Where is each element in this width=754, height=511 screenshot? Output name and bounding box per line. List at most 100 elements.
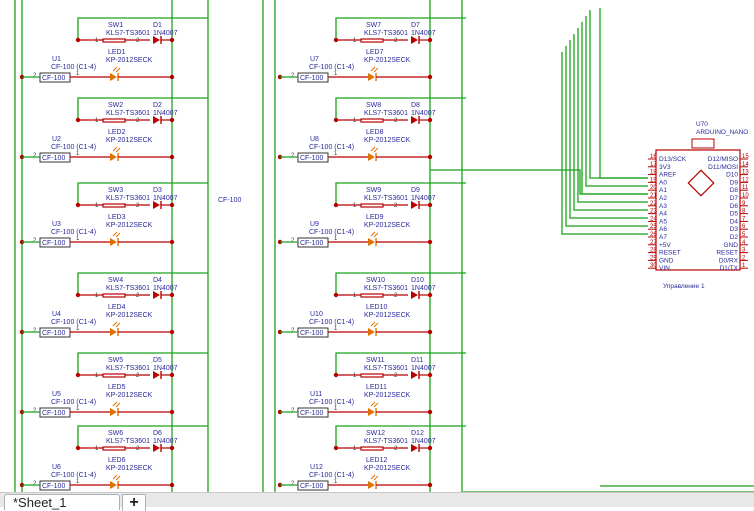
arduino-pin-num: 23 (650, 209, 657, 215)
pin-number: 2 (136, 373, 140, 379)
arduino-pin-name: D2 (730, 234, 739, 241)
led-ref: LED5 (108, 384, 126, 391)
pin-number: 1 (334, 326, 338, 332)
tab-sheet-1[interactable]: *Sheet_1 (4, 494, 120, 510)
led-arrow (370, 146, 376, 152)
switch-model: KLS7-TS3601 (364, 110, 408, 117)
diode-model: 1N4007 (153, 195, 178, 202)
arduino-pin-num: 7 (742, 216, 746, 222)
arduino-pin-num: 22 (650, 201, 657, 207)
cap-value: CF-100 (42, 75, 65, 82)
row-wire (335, 352, 466, 375)
diode-symbol (153, 36, 160, 44)
arduino-pin-name: D4 (730, 218, 739, 225)
net-wire-arduino (599, 8, 648, 179)
pin-number: 2 (33, 73, 37, 79)
row-wire (77, 352, 208, 375)
add-sheet-button[interactable]: + (122, 494, 146, 511)
cap-subtitle: CF-100 (C1-4) (309, 229, 354, 236)
arduino-pin-num: 17 (650, 162, 657, 168)
arduino-pin-name: RESET (659, 250, 681, 257)
diode-ref: D12 (411, 430, 424, 437)
cap-value: CF-100 (300, 330, 323, 337)
switch-model: KLS7-TS3601 (364, 365, 408, 372)
diode-ref: D10 (411, 277, 424, 284)
led-arrow (112, 231, 118, 237)
cap-value: CF-100 (42, 410, 65, 417)
led-ref: LED12 (366, 457, 388, 464)
diode-model: 1N4007 (411, 365, 436, 372)
led-symbol (110, 238, 117, 246)
pin-number: 2 (394, 446, 398, 452)
pin-number: 2 (136, 446, 140, 452)
led-symbol (368, 328, 375, 336)
arduino-pin-name: D0/RX (719, 257, 739, 264)
cap-ref: U7 (310, 56, 319, 63)
arduino-ref: U70 (696, 121, 708, 128)
cap-value: CF-100 (300, 410, 323, 417)
diode-model: 1N4007 (411, 285, 436, 292)
led-symbol (110, 328, 117, 336)
cap-subtitle: CF-100 (C1-4) (51, 319, 96, 326)
arduino-body (655, 149, 741, 271)
led-arrow (370, 66, 376, 72)
arduino-pin-name: D5 (730, 211, 739, 218)
diode-model: 1N4007 (411, 110, 436, 117)
sheet-tab-bar: *Sheet_1 + (0, 492, 754, 511)
cap-ref: U9 (310, 221, 319, 228)
pin-number: 2 (394, 38, 398, 44)
led-ref: LED6 (108, 457, 126, 464)
switch-ref: SW4 (108, 277, 123, 284)
arduino-pin-name: 3V3 (659, 164, 671, 171)
switch-symbol (360, 293, 384, 298)
led-model: KP-2012SECK (364, 137, 411, 144)
arduino-pin-name: A3 (659, 203, 667, 210)
switch-model: KLS7-TS3601 (106, 438, 150, 445)
arduino-pin-name: A2 (659, 195, 667, 202)
arduino-pin-name: D9 (730, 179, 739, 186)
arduino-pin-num: 20 (650, 185, 657, 191)
led-model: KP-2012SECK (364, 465, 411, 472)
cap-ref: U11 (310, 391, 322, 398)
pin-number: 1 (76, 406, 80, 412)
diode-symbol (153, 201, 160, 209)
diode-symbol (411, 201, 418, 209)
pin-number: 1 (95, 373, 99, 379)
diode-model: 1N4007 (411, 438, 436, 445)
net-wire-arduino (573, 34, 648, 211)
pin-number: 2 (33, 328, 37, 334)
pin-number: 2 (33, 408, 37, 414)
led-ref: LED2 (108, 129, 126, 136)
led-arrow (373, 67, 379, 73)
pin-number: 1 (95, 446, 99, 452)
cap-subtitle: CF-100 (C1-4) (51, 64, 96, 71)
led-arrow (373, 147, 379, 153)
led-model: KP-2012SECK (364, 312, 411, 319)
led-ref: LED4 (108, 304, 126, 311)
cap-ref: U8 (310, 136, 319, 143)
diode-ref: D7 (411, 22, 420, 29)
diode-ref: D8 (411, 102, 420, 109)
switch-block-sw10: SW10KLS7-TS3601D101N4007LED10KP-2012SECK… (280, 277, 436, 338)
row-wire (335, 17, 466, 40)
pin-number: 1 (95, 118, 99, 124)
led-arrow (370, 474, 376, 480)
arduino-pin-num: 30 (650, 263, 657, 269)
led-model: KP-2012SECK (106, 222, 153, 229)
switch-ref: SW6 (108, 430, 123, 437)
cap-value: CF-100 (300, 240, 323, 247)
pin-number: 2 (136, 293, 140, 299)
arduino-pin-name: GND (724, 242, 739, 249)
diode-ref: D4 (153, 277, 162, 284)
diode-symbol (153, 291, 160, 299)
arduino-pin-name: GND (659, 257, 674, 264)
diode-model: 1N4007 (411, 30, 436, 37)
pin-number: 2 (291, 73, 295, 79)
led-arrow (112, 401, 118, 407)
